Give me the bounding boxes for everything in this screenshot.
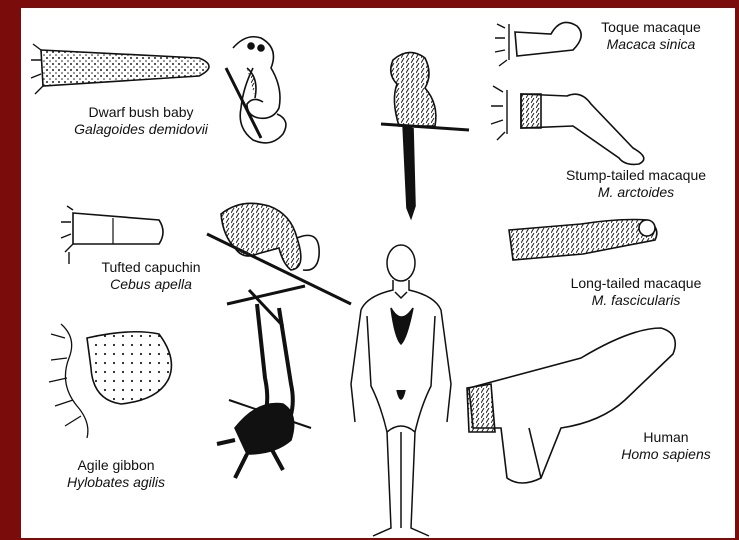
species-label-tufted-capuchin: Tufted capuchin Cebus apella: [71, 259, 231, 293]
stump-tailed-macaque-specimen-drawing: [491, 86, 644, 164]
species-label-agile-gibbon: Agile gibbon Hylobates agilis: [41, 457, 191, 491]
common-name: Agile gibbon: [41, 457, 191, 474]
toque-macaque-specimen-drawing: [495, 22, 581, 66]
common-name: Human: [611, 429, 721, 446]
latin-name: Hylobates agilis: [41, 474, 191, 491]
latin-name: Cebus apella: [71, 276, 231, 293]
species-label-dwarf-bush-baby: Dwarf bush baby Galagoides demidovii: [51, 104, 231, 138]
species-label-stump-tailed-macaque: Stump-tailed macaque M. arctoides: [551, 167, 721, 201]
long-tailed-macaque-specimen-drawing: [509, 220, 657, 261]
common-name: Toque macaque: [581, 19, 721, 36]
latin-name: Galagoides demidovii: [51, 121, 231, 138]
latin-name: Macaca sinica: [581, 36, 721, 53]
common-name: Long-tailed macaque: [551, 275, 721, 292]
latin-name: Homo sapiens: [611, 446, 721, 463]
latin-name: M. arctoides: [551, 184, 721, 201]
common-name: Stump-tailed macaque: [551, 167, 721, 184]
gibbon-specimen-drawing: [49, 324, 171, 438]
human-figure-drawing: [351, 245, 451, 536]
species-label-toque-macaque: Toque macaque Macaca sinica: [581, 19, 721, 53]
capuchin-specimen-drawing: [61, 206, 163, 264]
illustration-panel: Dwarf bush baby Galagoides demidovii Toq…: [21, 8, 735, 538]
species-label-human: Human Homo sapiens: [611, 429, 721, 463]
macaque-animal-drawing: [381, 52, 469, 218]
common-name: Tufted capuchin: [71, 259, 231, 276]
bush-baby-animal-drawing: [226, 37, 286, 143]
latin-name: M. fascicularis: [551, 292, 721, 309]
species-label-long-tailed-macaque: Long-tailed macaque M. fascicularis: [551, 275, 721, 309]
gibbon-animal-drawing: [217, 286, 311, 478]
bush-baby-specimen-drawing: [31, 44, 209, 94]
common-name: Dwarf bush baby: [51, 104, 231, 121]
